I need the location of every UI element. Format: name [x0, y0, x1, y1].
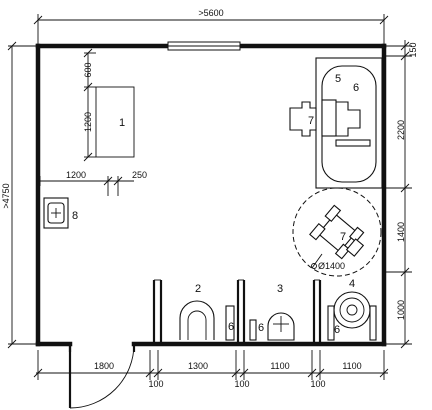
- dim-total-height: >4750: [1, 183, 11, 208]
- label-6-stall4: 6: [334, 324, 340, 336]
- dim-bottom-100a: 100: [148, 379, 163, 389]
- label-1: 1: [119, 117, 125, 129]
- basin-3: 3 6: [249, 283, 295, 341]
- turning-circle: 7 Ø1400: [292, 187, 382, 277]
- entry-door: [68, 343, 135, 409]
- wheelchair-seat: [321, 99, 337, 137]
- dim-right-1400: 1400: [396, 222, 406, 242]
- wheelchair-7-bath: 7: [289, 99, 361, 137]
- urinal-bowl: [179, 300, 215, 340]
- grab-bar-2: [225, 305, 235, 341]
- clearance-zone-1: 600 1200 1: [83, 48, 135, 162]
- dim-turning-diameter: Ø1400: [318, 261, 345, 271]
- dim-250: 250: [132, 170, 147, 180]
- label-6-stall3: 6: [258, 322, 264, 334]
- dim-right-2200: 2200: [396, 120, 406, 140]
- grab-bar-3: [249, 319, 257, 341]
- dim-600: 600: [83, 62, 93, 77]
- dim-bottom-100b: 100: [234, 379, 249, 389]
- door-swing-arc: [69, 343, 135, 409]
- dimension-right: 150 2200 1400 1000: [384, 40, 418, 349]
- dim-right-1000: 1000: [396, 300, 406, 320]
- label-3: 3: [277, 283, 283, 295]
- dim-1200-horizontal: 1200: [66, 170, 86, 180]
- walls: [35, 43, 387, 352]
- dim-bottom-1100a: 1100: [270, 361, 289, 371]
- fixture-4: 4 6: [327, 278, 377, 341]
- round-fixture: [333, 291, 371, 329]
- dim-total-width: >5600: [198, 8, 223, 18]
- stall-partitions: [152, 279, 322, 344]
- wheelchair-left: [289, 101, 317, 137]
- label-2: 2: [195, 283, 201, 295]
- wash-basin-8: 1200 250 8: [39, 170, 147, 229]
- label-4: 4: [349, 278, 355, 290]
- dim-bottom-1300: 1300: [188, 361, 208, 371]
- dim-right-150: 150: [408, 42, 418, 57]
- dim-bottom-1800: 1800: [94, 361, 114, 371]
- label-8: 8: [72, 210, 78, 222]
- label-6-bath: 6: [353, 82, 359, 94]
- window: [167, 41, 241, 51]
- label-7-bath: 7: [308, 115, 314, 127]
- dim-1200-vertical: 1200: [83, 112, 93, 132]
- label-5: 5: [335, 73, 341, 85]
- clearance-rect: [95, 86, 135, 158]
- grab-bar-4b: [369, 305, 377, 341]
- dim-bottom-100c: 100: [310, 379, 325, 389]
- grab-bar: [335, 139, 371, 147]
- wheelchair-right: [333, 101, 361, 137]
- turning-circle-outline: [292, 187, 382, 277]
- dim-bottom-1100b: 1100: [342, 361, 361, 371]
- label-6-stall2: 6: [228, 321, 234, 333]
- grab-bar-4a: [327, 305, 335, 341]
- wheelchair-7-turning: [309, 204, 365, 260]
- dimension-left: >4750: [1, 41, 36, 349]
- dimension-bottom: 1800 100 1300 100 1100 100 1100: [33, 350, 389, 389]
- label-7-turning: 7: [340, 231, 346, 243]
- urinal-2: 2 6: [179, 283, 235, 341]
- dimension-top: >5600: [33, 8, 389, 44]
